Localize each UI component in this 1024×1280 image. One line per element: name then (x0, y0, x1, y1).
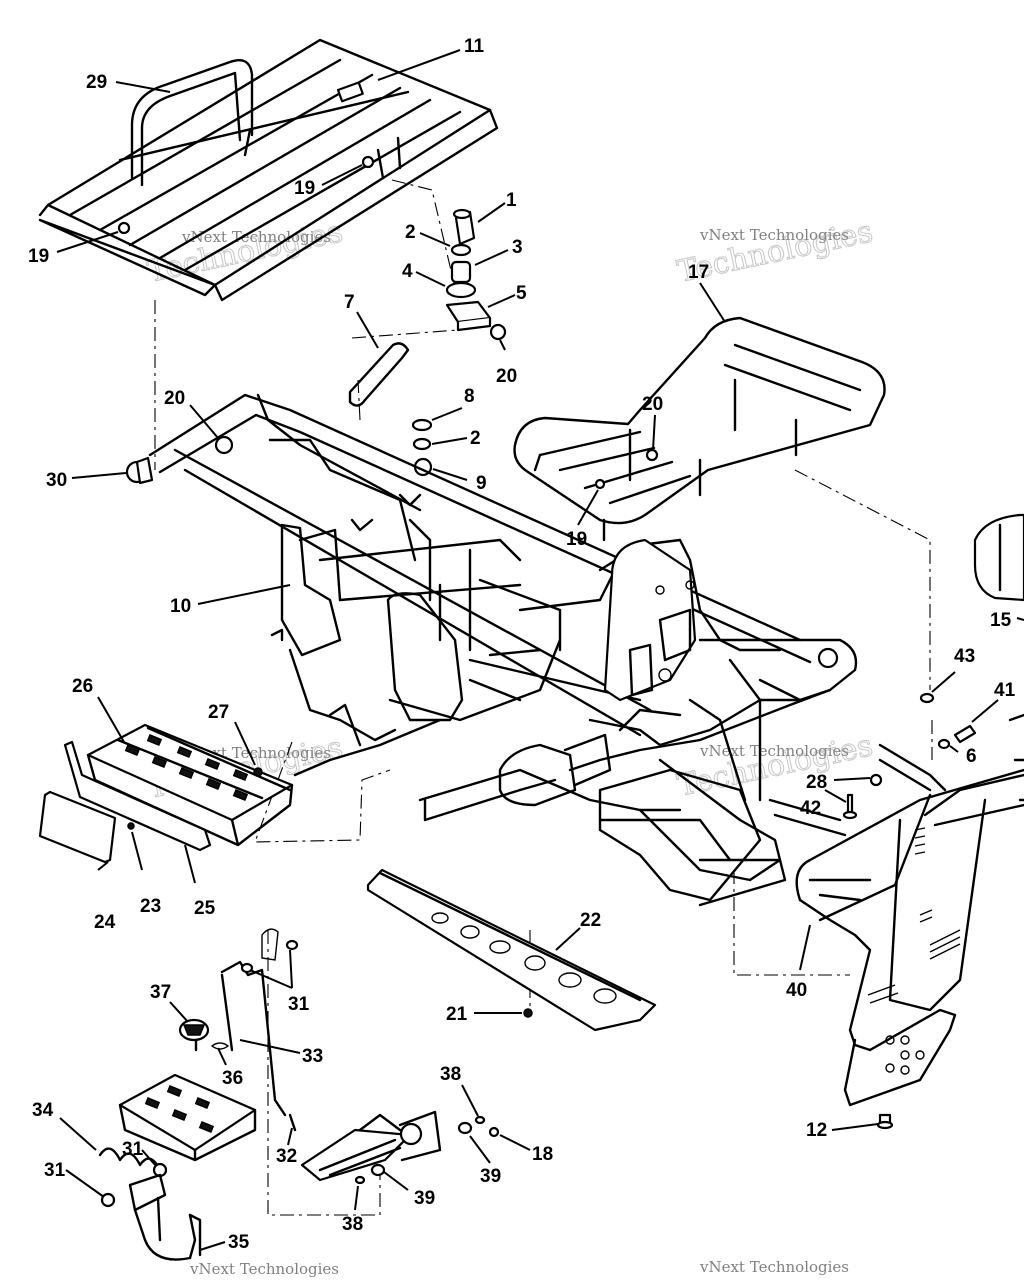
pin-36 (210, 1042, 230, 1050)
callout-22: 22 (580, 910, 601, 931)
front-bumper (768, 513, 1024, 1130)
mount-hardware (117, 155, 659, 490)
callout-31-mid: 31 (122, 1139, 144, 1160)
callout-31-low: 31 (44, 1160, 66, 1181)
end-cap-30 (125, 456, 154, 485)
callout-1: 1 (506, 190, 517, 211)
callout-4: 4 (402, 261, 413, 282)
callout-23: 23 (140, 896, 161, 917)
washer-2 (450, 243, 472, 257)
callout-20-frame: 20 (164, 388, 185, 409)
callout-37: 37 (150, 982, 171, 1003)
callout-28: 28 (806, 772, 827, 793)
callout-20-top: 20 (496, 366, 517, 387)
callout-43: 43 (954, 646, 975, 667)
callout-2-mid: 2 (470, 428, 481, 449)
callout-12: 12 (806, 1120, 827, 1141)
nut-20c (214, 435, 234, 455)
brake-pedal-assembly (98, 928, 500, 1261)
callout-39-low: 39 (414, 1188, 435, 1209)
callout-32: 32 (276, 1146, 297, 1167)
callout-2-top: 2 (405, 222, 416, 243)
screw-27 (253, 767, 263, 777)
washer-2b (412, 437, 432, 451)
callout-29: 29 (86, 72, 107, 93)
washer-6 (937, 738, 951, 750)
washer-31c (100, 1192, 116, 1208)
bushing-39b (370, 1163, 386, 1177)
bushing-39a (457, 1121, 473, 1135)
grommet-4 (445, 281, 477, 299)
callout-19-rack: 19 (566, 529, 587, 550)
callout-38-top: 38 (440, 1064, 461, 1085)
callout-38-low: 38 (342, 1214, 363, 1235)
watermark-small-2: vNext Technologies (699, 226, 849, 244)
callout-20-rack: 20 (642, 394, 663, 415)
callout-39-top: 39 (480, 1166, 501, 1187)
clip-18 (488, 1126, 500, 1138)
watermark-large-1: Technologies (144, 214, 345, 290)
callout-5: 5 (516, 283, 527, 304)
main-frame (148, 393, 858, 907)
callout-19-left: 19 (28, 246, 49, 267)
skid-plate-22 (366, 868, 657, 1032)
callout-25: 25 (194, 898, 216, 919)
rear-rack (38, 38, 499, 302)
clip-32 (288, 1113, 297, 1132)
callout-labels: 29 11 19 19 1 2 3 4 5 20 7 17 20 8 2 9 2… (28, 36, 1016, 1253)
pad-24 (38, 790, 117, 864)
callout-31-top: 31 (288, 994, 310, 1015)
callout-7: 7 (344, 292, 355, 313)
callout-18: 18 (532, 1144, 553, 1165)
washer-43 (919, 692, 935, 704)
footrest-assembly (38, 723, 294, 864)
spacer-3 (450, 260, 472, 284)
nut-28 (869, 773, 883, 787)
washer-38b (354, 1175, 366, 1185)
leader-lines (56, 49, 1024, 1251)
screw-23 (127, 822, 135, 830)
front-rack (513, 316, 886, 542)
alignment-lines (154, 179, 933, 1216)
nut-20b (645, 448, 659, 462)
nut-20a (489, 323, 507, 341)
bolt-21 (523, 1008, 533, 1018)
callout-40: 40 (786, 980, 807, 1001)
callout-9: 9 (476, 473, 487, 494)
callout-3: 3 (512, 237, 523, 258)
callout-10: 10 (170, 596, 191, 617)
callout-6: 6 (966, 746, 977, 767)
guard-25 (63, 740, 212, 852)
bolt-19c (594, 478, 606, 490)
callout-35: 35 (228, 1232, 250, 1253)
callout-30: 30 (46, 470, 67, 491)
callout-15: 15 (990, 610, 1012, 631)
callout-33: 33 (302, 1046, 323, 1067)
callout-27: 27 (208, 702, 229, 723)
bolt-19a (361, 155, 375, 169)
callout-34: 34 (32, 1100, 54, 1121)
callout-41: 41 (994, 680, 1016, 701)
watermark-small-6: vNext Technologies (699, 1258, 849, 1276)
callout-26: 26 (72, 676, 93, 697)
washer-8 (411, 418, 433, 432)
brace-7 (348, 342, 410, 407)
bolt-19b (117, 221, 131, 235)
watermark-small-1: vNext Technologies (181, 228, 331, 246)
callout-11: 11 (464, 36, 485, 57)
watermark-small-4: vNext Technologies (699, 742, 849, 760)
bolt-41 (953, 724, 977, 744)
callout-24: 24 (94, 912, 116, 933)
callout-42: 42 (800, 798, 821, 819)
callout-8: 8 (464, 386, 475, 407)
callout-36: 36 (222, 1068, 243, 1089)
callout-17: 17 (688, 262, 709, 283)
callout-19-top: 19 (294, 178, 315, 199)
watermark-small-5: vNext Technologies (189, 1260, 339, 1278)
callout-21: 21 (446, 1004, 468, 1025)
washer-38a (474, 1115, 486, 1125)
